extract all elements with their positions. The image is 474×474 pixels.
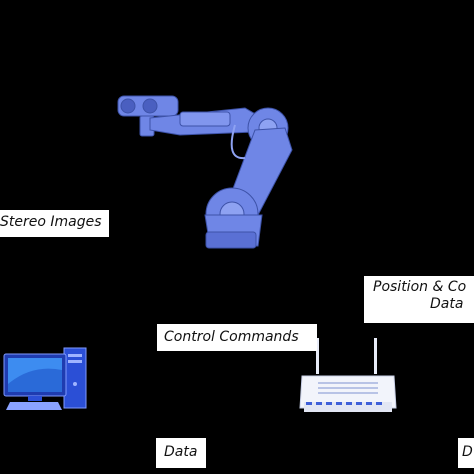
control-commands-label: Control Commands [157, 324, 317, 351]
edge-label-fragment: D [458, 438, 474, 468]
stereo-images-label: Stereo Images [0, 210, 109, 237]
router-icon [299, 338, 397, 412]
position-data-label: Position & Co Data [364, 276, 474, 323]
position-data-label-line1: Position & Co [373, 279, 467, 295]
position-data-label-line2: Data [430, 296, 464, 312]
data-label: Data [156, 438, 206, 468]
computer-icon [3, 347, 87, 410]
